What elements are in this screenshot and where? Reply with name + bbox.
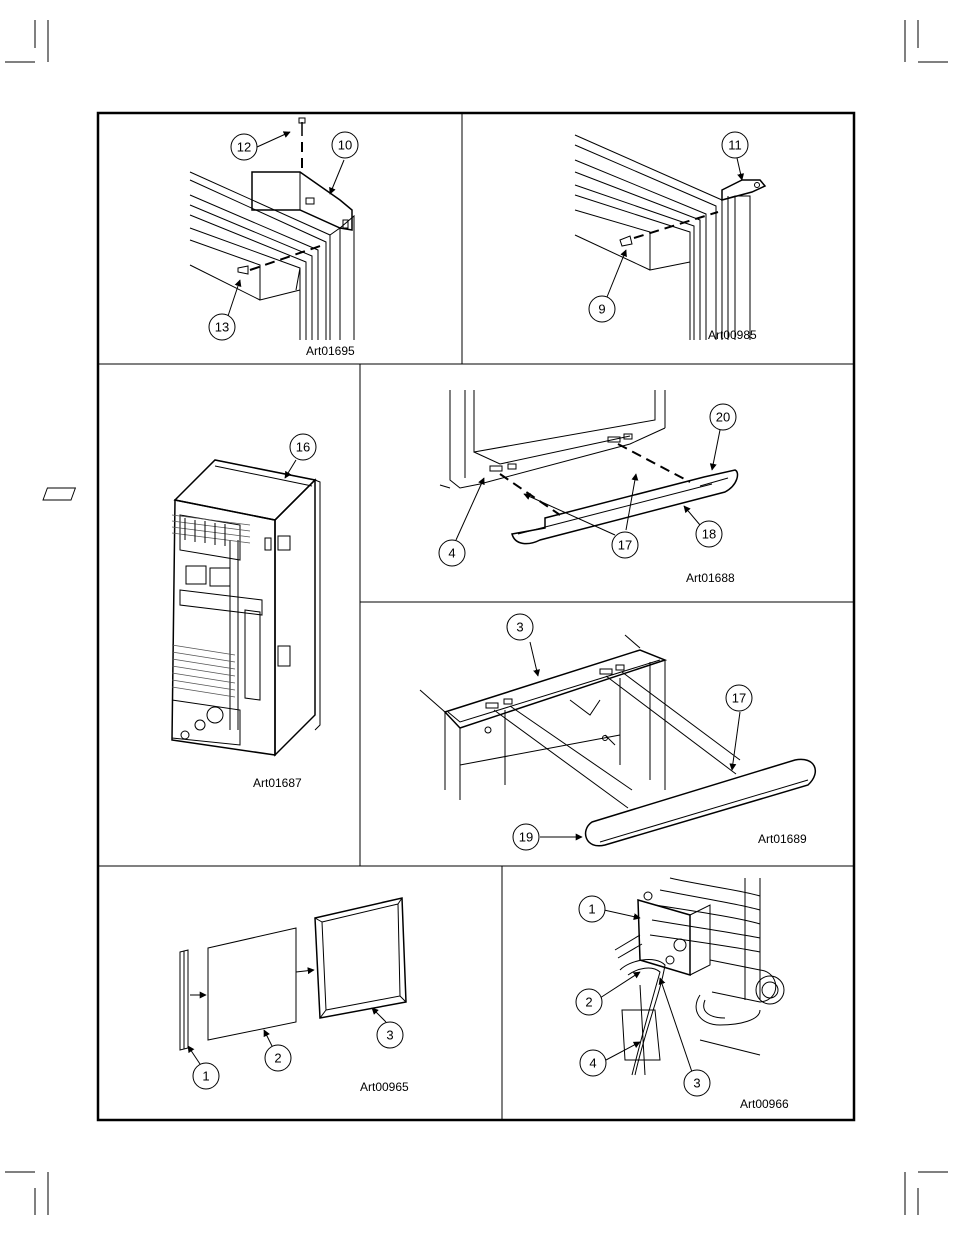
callout-label: 1 bbox=[202, 1069, 209, 1084]
callout-label: 2 bbox=[274, 1051, 281, 1066]
callout-label: 12 bbox=[237, 140, 251, 155]
callout-label: 11 bbox=[728, 138, 742, 153]
art-number: Art01695 bbox=[306, 344, 355, 358]
panel-grid bbox=[96, 111, 856, 1122]
panel-5-callouts: 3 17 19 bbox=[506, 613, 753, 851]
callout-label: 3 bbox=[516, 620, 523, 635]
art-number: Art01688 bbox=[686, 571, 735, 585]
callout-label: 19 bbox=[519, 830, 533, 845]
panel-6-drawing bbox=[179, 897, 407, 1065]
callout-circle: 1 bbox=[192, 1062, 220, 1090]
callout-circle: 17 bbox=[611, 531, 639, 559]
callout-circle: 4 bbox=[438, 539, 466, 567]
callout-circle: 2 bbox=[264, 1044, 292, 1072]
callout-circle: 9 bbox=[588, 295, 616, 323]
art-number: Art00985 bbox=[708, 328, 757, 342]
callout-circle: 4 bbox=[579, 1049, 607, 1077]
callout-label: 4 bbox=[448, 546, 455, 561]
panel-2-callouts: 11 9 bbox=[588, 131, 749, 323]
callout-label: 17 bbox=[732, 691, 746, 706]
panel-2-drawing bbox=[574, 134, 767, 340]
callout-label: 3 bbox=[693, 1076, 700, 1091]
panel-4-callouts: 20 4 17 18 bbox=[438, 403, 737, 567]
callout-circle: 16 bbox=[289, 433, 317, 461]
callout-circle: 1 bbox=[578, 895, 606, 923]
panel-7-drawing bbox=[599, 877, 785, 1076]
panel-1-callouts: 12 10 13 bbox=[208, 131, 359, 341]
callout-circle: 12 bbox=[230, 133, 258, 161]
callout-circle: 19 bbox=[512, 823, 540, 851]
callout-label: 2 bbox=[585, 995, 592, 1010]
callout-label: 10 bbox=[338, 138, 352, 153]
callout-circle: 10 bbox=[331, 131, 359, 159]
callout-circle: 2 bbox=[575, 988, 603, 1016]
art-number: Art00965 bbox=[360, 1080, 409, 1094]
callout-circle: 3 bbox=[506, 613, 534, 641]
panel-3-callouts: 16 bbox=[289, 433, 317, 461]
callout-label: 9 bbox=[598, 302, 605, 317]
panel-7-callouts: 1 2 4 3 bbox=[575, 895, 711, 1097]
callout-label: 17 bbox=[618, 538, 632, 553]
panel-1-drawing bbox=[189, 117, 355, 340]
panel-3-drawing bbox=[42, 459, 321, 757]
crop-marks bbox=[5, 20, 948, 1215]
callout-circle: 11 bbox=[721, 131, 749, 159]
callout-label: 13 bbox=[215, 320, 229, 335]
callout-label: 4 bbox=[589, 1056, 596, 1071]
callout-circle: 13 bbox=[208, 313, 236, 341]
callout-circle: 3 bbox=[376, 1021, 404, 1049]
art-number: Art01689 bbox=[758, 832, 807, 846]
callout-circle: 20 bbox=[709, 403, 737, 431]
art-number: Art01687 bbox=[253, 776, 302, 790]
callout-label: 18 bbox=[702, 527, 716, 542]
callout-circle: 3 bbox=[683, 1069, 711, 1097]
panel-4-drawing bbox=[439, 390, 739, 545]
panel-5-drawing bbox=[419, 634, 817, 847]
callout-circle: 18 bbox=[695, 520, 723, 548]
callout-circle: 17 bbox=[725, 684, 753, 712]
panel-6-callouts: 1 2 3 bbox=[192, 1021, 404, 1090]
callout-label: 20 bbox=[716, 410, 730, 425]
callout-label: 3 bbox=[386, 1028, 393, 1043]
callout-label: 1 bbox=[588, 902, 595, 917]
art-number: Art00966 bbox=[740, 1097, 789, 1111]
callout-label: 16 bbox=[296, 440, 310, 455]
